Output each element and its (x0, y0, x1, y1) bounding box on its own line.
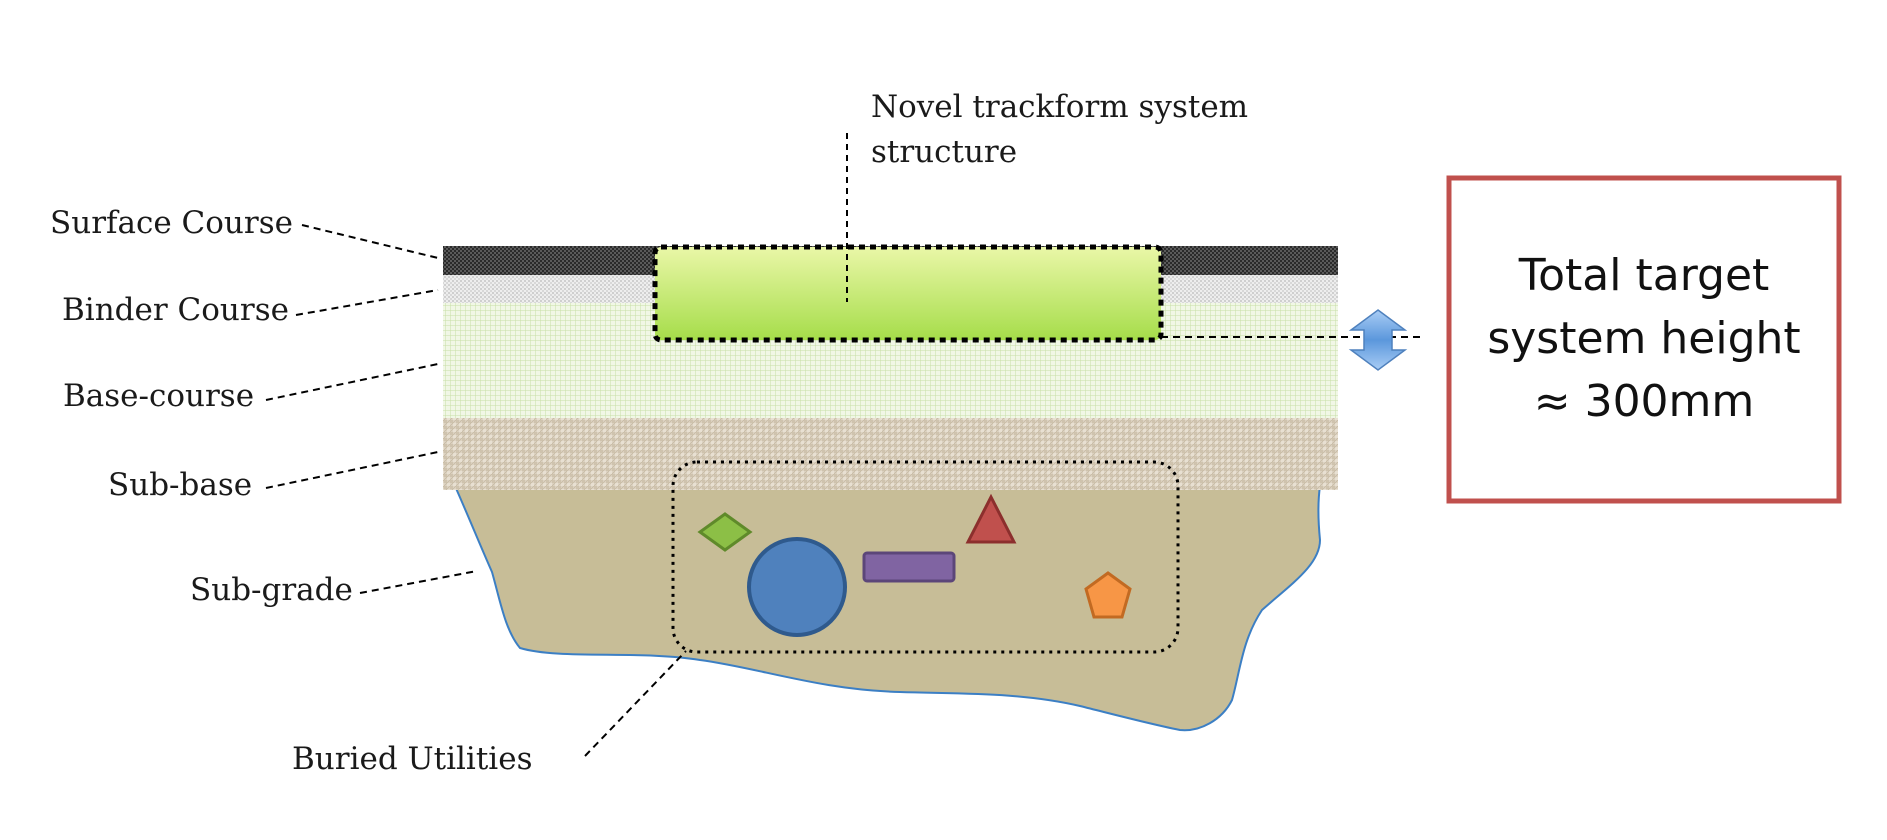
trackform-structure-block (652, 244, 1164, 343)
sub-grade-label: Sub-grade (190, 572, 353, 608)
buried-utilities-label: Buried Utilities (292, 741, 532, 777)
height-callout-line1: Total target (1518, 250, 1770, 301)
sub-base-leader (265, 451, 439, 489)
surface-course-label: Surface Course (50, 205, 293, 241)
buried-utilities-leader (584, 650, 687, 757)
trackform-label-line1: Novel trackform system (871, 89, 1248, 125)
height-callout-line3: ≈ 300mm (1534, 376, 1755, 427)
diamond-icon (697, 512, 753, 552)
sub-grade-layer (453, 485, 1322, 732)
height-callout-line2: system height (1487, 313, 1800, 364)
sub-base-label: Sub-base (108, 467, 252, 503)
double-vertical-arrow-icon (1348, 309, 1408, 371)
circle-icon (747, 537, 847, 637)
sub-grade-leader (359, 570, 478, 594)
binder-course-label: Binder Course (62, 292, 289, 328)
pentagon-icon (1084, 571, 1132, 619)
trackform-label-line2: structure (871, 134, 1017, 170)
base-course-leader (265, 363, 439, 401)
height-callout-box (1446, 175, 1842, 504)
binder-course-leader (295, 289, 439, 316)
sub-base-layer (443, 418, 1338, 490)
surface-course-leader (301, 224, 439, 259)
rectangle-icon (862, 551, 956, 583)
base-course-label: Base-course (63, 378, 254, 414)
triangle-icon (965, 493, 1017, 544)
